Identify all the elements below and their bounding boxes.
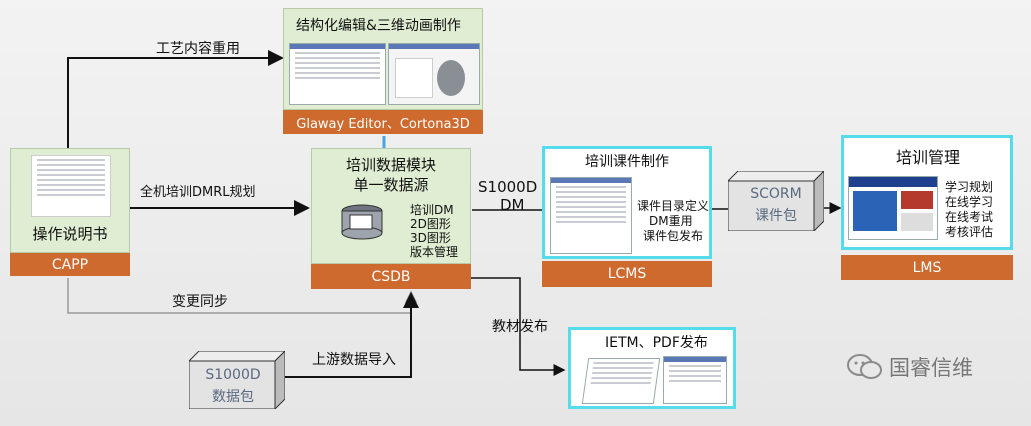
import-arrow: [283, 292, 419, 378]
capp-document-thumbnail: [31, 155, 111, 217]
publish-arrow: [471, 277, 566, 376]
scorm-line1: SCORM: [750, 186, 802, 202]
scorm-line2: 课件包: [755, 208, 797, 224]
editor-screenshot: [289, 43, 386, 105]
lcms-screenshot: [550, 177, 632, 254]
dm-label-line2: DM: [500, 196, 525, 214]
capp-panel: 操作说明书: [10, 148, 130, 253]
wechat-icon: [847, 354, 882, 379]
cortona3d-screenshot: [388, 43, 480, 105]
scorm-package-box: [728, 171, 824, 231]
editor-title: 结构化编辑&三维动画制作: [296, 18, 461, 34]
csdb-item-1: 培训DM: [410, 203, 454, 217]
s1000d-pkg-line2: 数据包: [212, 389, 254, 405]
capp-title: 操作说明书: [32, 225, 108, 243]
model-property-pane: [395, 58, 433, 98]
csdb-title-line2: 单一数据源: [353, 176, 429, 194]
dm-label-line1: S1000D: [478, 178, 538, 196]
lms-footer: LMS: [841, 255, 1013, 280]
lms-panel: 培训管理 学习规划 在线学习 在线考试 考核评估: [841, 135, 1013, 250]
import-label: 上游数据导入: [312, 352, 396, 368]
lcms-item-2: DM重用: [649, 214, 693, 228]
ietm-document-thumbnail: [581, 358, 661, 404]
database-icon: [341, 204, 383, 240]
lms-title: 培训管理: [896, 148, 961, 167]
lcms-footer: LCMS: [542, 261, 712, 287]
editor-panel: 结构化编辑&三维动画制作: [283, 8, 483, 110]
lcms-title: 培训课件制作: [585, 154, 669, 170]
csdb-item-2: 2D图形: [410, 217, 451, 231]
publish-label: 教材发布: [492, 319, 548, 335]
csdb-panel: 培训数据模块 单一数据源 培训DM 2D图形 3D图形 版本管理: [311, 148, 471, 264]
s1000d-pkg-line1: S1000D: [205, 367, 261, 383]
lms-item-2: 在线学习: [945, 195, 994, 209]
csdb-footer: CSDB: [311, 264, 471, 289]
dmrl-label: 全机培训DMRL规划: [140, 185, 256, 200]
lms-item-4: 考核评估: [945, 225, 994, 239]
sync-label: 变更同步: [172, 294, 228, 310]
pdf-document-thumbnail: [663, 356, 727, 404]
lms-item-3: 在线考试: [945, 210, 994, 224]
lms-item-1: 学习规划: [945, 180, 994, 194]
brand-name: 国睿信维: [889, 356, 973, 380]
ietm-panel: IETM、PDF发布: [568, 327, 736, 409]
capp-footer: CAPP: [10, 253, 130, 276]
reuse-label: 工艺内容重用: [156, 41, 240, 57]
lcms-item-3: 课件包发布: [643, 229, 704, 243]
csdb-item-3: 3D图形: [410, 231, 451, 245]
s1000d-package-box: [189, 351, 285, 409]
lcms-panel: 培训课件制作 课件目录定义 DM重用 课件包发布: [542, 146, 712, 259]
csdb-title-line1: 培训数据模块: [345, 156, 436, 174]
editor-footer: Glaway Editor、Cortona3D: [283, 110, 483, 134]
lms-portal-screenshot: [848, 176, 938, 240]
landing-gear-3d-model: [437, 60, 465, 96]
csdb-item-4: 版本管理: [410, 245, 459, 259]
ietm-title: IETM、PDF发布: [605, 335, 708, 351]
reuse-arrow: [67, 50, 284, 150]
lcms-item-1: 课件目录定义: [637, 199, 710, 213]
